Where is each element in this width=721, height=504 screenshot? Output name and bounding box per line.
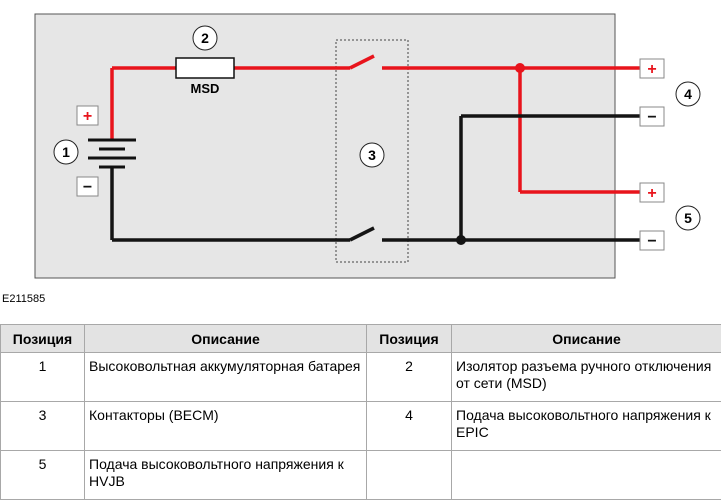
msd-fuse	[175, 57, 235, 79]
cell-position: 3	[0, 401, 85, 451]
table-row: 1 Высоковольтная аккумуляторная батарея …	[0, 352, 721, 402]
callout-3: 3	[359, 142, 385, 168]
header-description-2: Описание	[451, 324, 721, 353]
cell-description: Подача высоковольтного напряжения к EPIC	[451, 401, 721, 451]
terminal-minus-epic: −	[639, 106, 665, 127]
negative-wires	[110, 114, 640, 242]
cell-position: 1	[0, 352, 85, 402]
battery-symbol	[88, 138, 136, 169]
svg-text:3: 3	[368, 147, 376, 163]
battery-minus-sign: −	[76, 176, 99, 197]
svg-text:1: 1	[62, 144, 70, 160]
svg-text:−: −	[647, 233, 656, 250]
legend-table: Позиция Описание Позиция Описание 1 Высо…	[0, 324, 721, 500]
cell-position: 5	[0, 450, 85, 500]
callout-5: 5	[675, 205, 701, 231]
svg-text:−: −	[647, 109, 656, 126]
svg-text:5: 5	[684, 210, 692, 226]
header-position-1: Позиция	[0, 324, 85, 353]
terminal-plus-hvjb: +	[639, 182, 665, 203]
cell-description: Подача высоковольтного напряжения к HVJB	[84, 450, 367, 500]
callout-4: 4	[675, 81, 701, 107]
positive-junction	[515, 63, 525, 73]
positive-wires	[110, 54, 640, 194]
cell-description: Высоковольтная аккумуляторная батарея	[84, 352, 367, 402]
table-row: 5 Подача высоковольтного напряжения к HV…	[0, 450, 721, 500]
msd-label: MSD	[191, 81, 220, 96]
callout-2: 2	[192, 25, 218, 51]
table-row: 3 Контакторы (BECM) 4 Подача высоковольт…	[0, 401, 721, 451]
header-description-1: Описание	[84, 324, 367, 353]
terminal-minus-hvjb: −	[639, 230, 665, 251]
legend-header-row: Позиция Описание Позиция Описание	[0, 324, 721, 353]
contactor-box	[335, 39, 409, 263]
svg-text:2: 2	[201, 30, 209, 46]
cell-description: Изолятор разъема ручного отключения от с…	[451, 352, 721, 402]
negative-junction	[456, 235, 466, 245]
cell-position	[366, 450, 452, 500]
cell-position: 4	[366, 401, 452, 451]
cell-description: Контакторы (BECM)	[84, 401, 367, 451]
cell-position: 2	[366, 352, 452, 402]
svg-text:4: 4	[684, 86, 692, 102]
svg-text:+: +	[83, 108, 92, 125]
svg-text:−: −	[83, 179, 92, 196]
header-position-2: Позиция	[366, 324, 452, 353]
svg-text:+: +	[647, 61, 656, 78]
figure-code: E211585	[2, 293, 46, 305]
terminal-plus-epic: +	[639, 58, 665, 79]
circuit-diagram: MSD + − + − + − 1 2 3 4 5	[34, 13, 701, 279]
svg-text:+: +	[647, 185, 656, 202]
battery-plus-sign: +	[76, 105, 99, 126]
cell-description	[451, 450, 721, 500]
callout-1: 1	[53, 139, 79, 165]
